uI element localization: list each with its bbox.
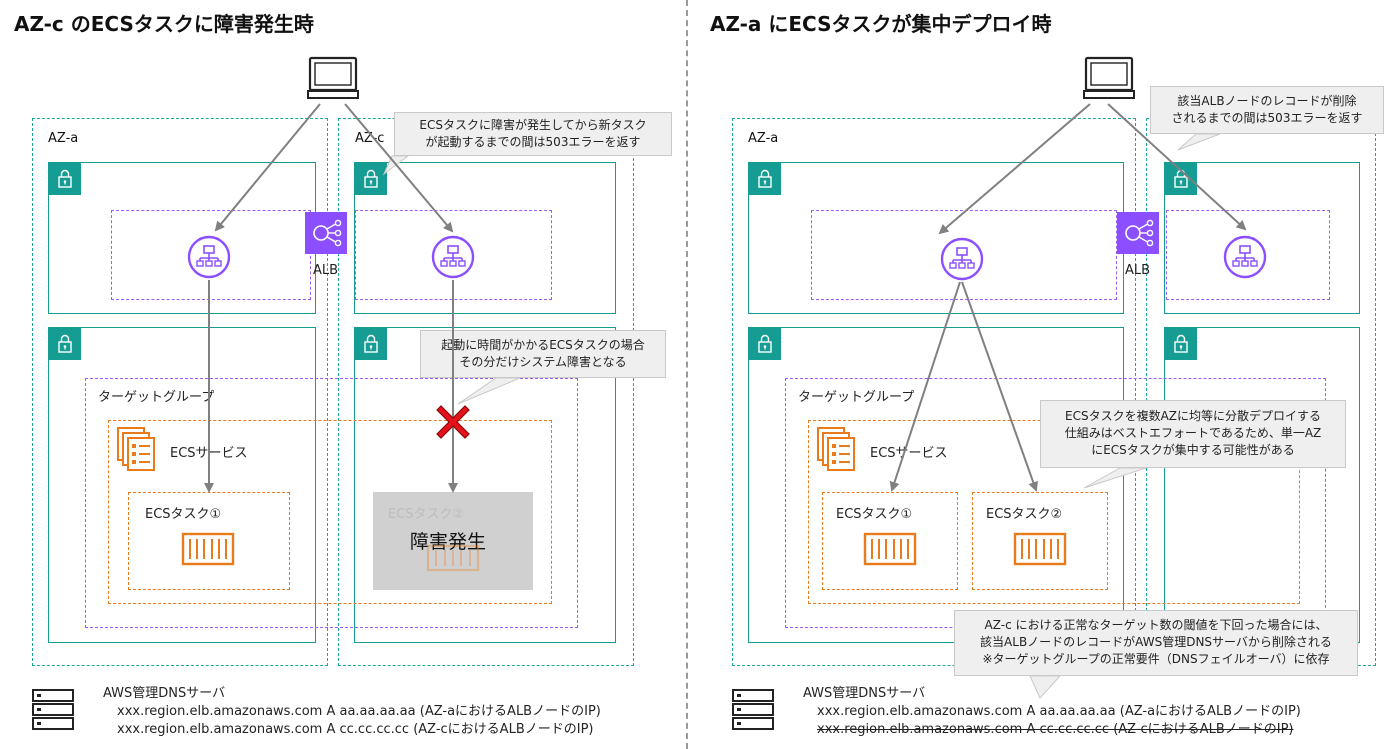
- right-alb-node-box-a: [811, 210, 1117, 300]
- right-dns-record-c-removed: xxx.region.elb.amazonaws.com A cc.cc.cc.…: [817, 722, 1294, 737]
- right-callout-bottom-tail: [1029, 675, 1062, 699]
- right-callout-mid: ECSタスクを複数AZに均等に分散デプロイする仕組みはベストエフォートであるため…: [1040, 400, 1346, 468]
- right-ecs-task2-label: ECSタスク②: [986, 507, 1063, 522]
- server-icon: [732, 689, 774, 730]
- right-ecs-service-label: ECSサービス: [870, 446, 948, 461]
- lock-icon: [1165, 328, 1197, 360]
- right-ecs-task1-label: ECSタスク①: [836, 507, 913, 522]
- load-balancer-icon: [1117, 212, 1159, 254]
- lock-icon: [749, 163, 781, 195]
- computer-monitor-icon: [307, 56, 359, 99]
- left-panel-title: AZ-c のECSタスクに障害発生時: [14, 12, 314, 36]
- lock-icon: [49, 163, 81, 195]
- right-dns-title: AWS管理DNSサーバ: [803, 686, 926, 701]
- lock-icon: [49, 328, 81, 360]
- left-ecs-service-box: [108, 420, 552, 604]
- left-failure-label: 障害発生: [410, 531, 487, 553]
- left-dns-record-a: xxx.region.elb.amazonaws.com A aa.aa.aa.…: [117, 704, 601, 719]
- right-callout-top: 該当ALBノードのレコードが削除されるまでの間は503エラーを返す: [1150, 86, 1384, 134]
- left-private-subnet-a: [48, 327, 316, 643]
- left-callout-mid: 起動に時間がかかるECSタスクの場合その分だけシステム障害となる: [420, 330, 666, 378]
- left-public-subnet-c: [354, 162, 616, 314]
- left-ecs-task2-label: ECSタスク②: [388, 507, 465, 522]
- right-az-a-label: AZ-a: [748, 131, 779, 146]
- left-failed-task-box: [373, 492, 533, 590]
- right-alb-node-box-c: [1166, 210, 1330, 300]
- left-alb-label: ALB: [313, 263, 339, 278]
- left-callout-top: ECSタスクに障害が発生してから新タスクが起動するまでの間は503エラーを返す: [394, 112, 672, 156]
- lock-icon: [355, 328, 387, 360]
- right-ecs-task1-box: [822, 492, 958, 590]
- right-callout-bottom: AZ-c における正常なターゲット数の閾値を下回った場合には、該当ALBノードの…: [954, 610, 1358, 676]
- lock-icon: [1165, 163, 1197, 195]
- lock-icon: [749, 328, 781, 360]
- left-ecs-service-label: ECSサービス: [170, 446, 248, 461]
- left-dns-record-c: xxx.region.elb.amazonaws.com A cc.cc.cc.…: [117, 722, 594, 737]
- left-target-group-label: ターゲットグループ: [98, 390, 215, 405]
- left-alb-node-box-a: [111, 210, 311, 300]
- left-target-group-box: [85, 378, 578, 628]
- load-balancer-icon: [305, 212, 347, 254]
- right-ecs-task2-box: [972, 492, 1108, 590]
- left-az-a-box: [32, 118, 328, 666]
- right-private-subnet-c: [1164, 327, 1360, 643]
- right-az-a-box: [732, 118, 1136, 666]
- left-alb-node-box-c: [355, 210, 552, 300]
- computer-monitor-icon: [1083, 56, 1135, 99]
- left-ecs-task1-label: ECSタスク①: [145, 507, 222, 522]
- right-dns-record-a: xxx.region.elb.amazonaws.com A aa.aa.aa.…: [817, 704, 1301, 719]
- server-icon: [32, 689, 74, 730]
- lock-icon: [355, 163, 387, 195]
- left-az-a-label: AZ-a: [48, 131, 79, 146]
- panel-divider: [686, 0, 688, 749]
- right-alb-label: ALB: [1125, 263, 1151, 278]
- right-target-group-label: ターゲットグループ: [798, 390, 915, 405]
- left-az-c-label: AZ-c: [355, 131, 385, 146]
- left-dns-title: AWS管理DNSサーバ: [103, 686, 226, 701]
- right-panel-title: AZ-a にECSタスクが集中デプロイ時: [710, 12, 1052, 36]
